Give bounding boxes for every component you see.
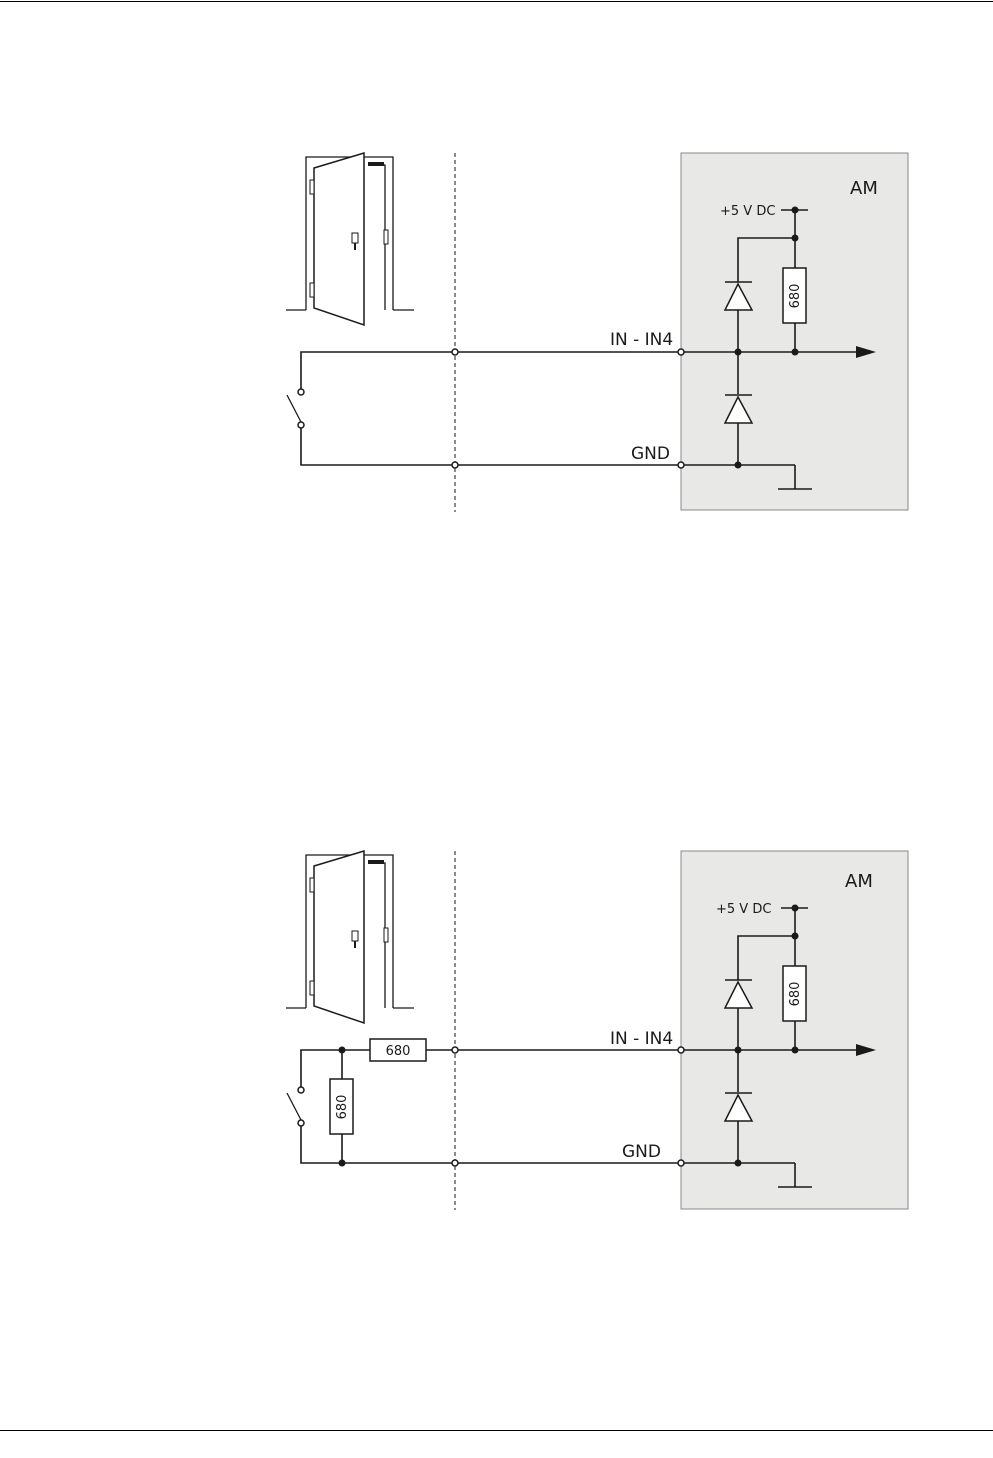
door-contact-switch: [287, 1093, 301, 1120]
external-wiring: 680 680: [287, 1039, 678, 1167]
footer-rule: [0, 1430, 993, 1431]
input-label: IN - IN4: [610, 1029, 673, 1049]
parallel-resistor-value: 680: [335, 1095, 350, 1120]
input-label: IN - IN4: [610, 330, 673, 350]
terminal-in-boundary: [452, 349, 458, 355]
terminal-in-module: [678, 349, 684, 355]
terminal-in-boundary: [452, 1047, 458, 1053]
series-resistor-value: 680: [386, 1044, 411, 1059]
internal-resistor-value: 680: [788, 982, 803, 1007]
terminal-gnd-module: [678, 1160, 684, 1166]
ground-label: GND: [631, 444, 670, 464]
ground-label: GND: [622, 1142, 661, 1162]
external-wiring: [287, 349, 678, 468]
internal-resistor-value: 680: [788, 284, 803, 309]
door-icon: [286, 153, 414, 325]
wiring-diagram-direct: AM: [0, 140, 993, 520]
wiring-diagram-with-resistors: AM 680 680: [0, 838, 993, 1218]
terminal-gnd-boundary: [452, 1160, 458, 1166]
supply-label: +5 V DC: [716, 902, 771, 917]
terminal-gnd-boundary: [452, 462, 458, 468]
door-contact-switch: [287, 395, 301, 422]
terminal-in-module: [678, 1047, 684, 1053]
terminal-gnd-module: [678, 462, 684, 468]
module-label: AM: [850, 178, 878, 199]
door-icon: [286, 851, 414, 1023]
header-rule: [0, 1, 993, 2]
supply-label: +5 V DC: [720, 204, 775, 219]
module-label: AM: [845, 871, 873, 892]
